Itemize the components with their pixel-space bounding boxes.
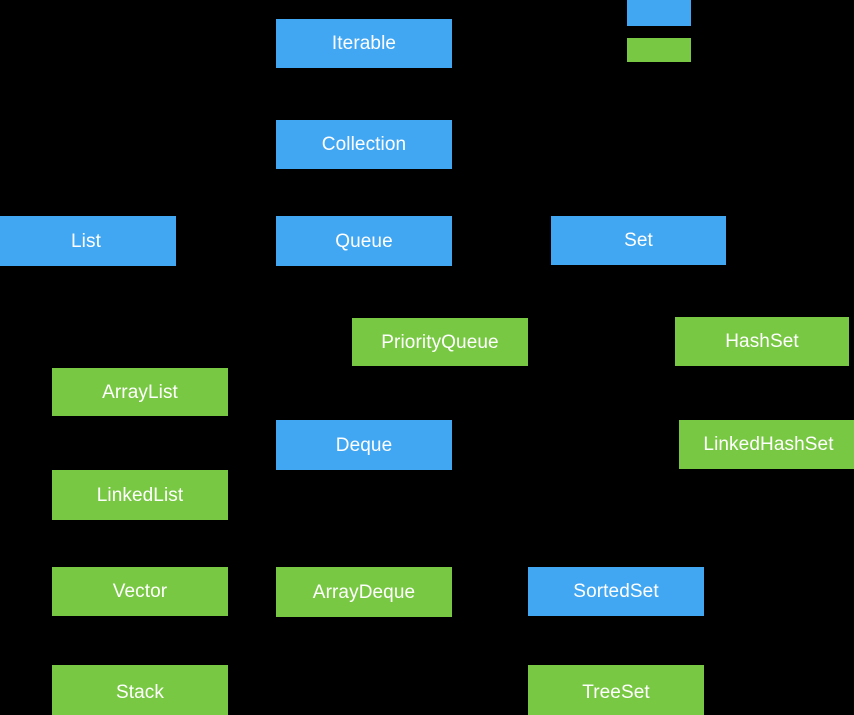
node-linkedhashset[interactable]: LinkedHashSet [679, 420, 854, 469]
node-iterable[interactable]: Iterable [276, 19, 452, 68]
node-treeset[interactable]: TreeSet [528, 665, 704, 715]
edge-hashset-to-linkedhashset [761, 366, 770, 420]
edge-queue-to-priorityqueue [363, 266, 441, 318]
node-deque[interactable]: Deque [276, 420, 452, 470]
edge-collection-to-list [85, 169, 365, 216]
node-label: Stack [115, 681, 165, 703]
node-arraydeque[interactable]: ArrayDeque [276, 567, 452, 617]
node-label: Iterable [331, 33, 397, 54]
node-label: Queue [335, 230, 393, 252]
node-label: Vector [112, 581, 168, 602]
legend-label-iface: Interface [703, 1, 762, 19]
edge-set-to-hashset [637, 265, 763, 317]
node-label: List [71, 230, 101, 252]
edge-collection-to-set [363, 169, 640, 216]
node-arraylist[interactable]: ArrayList [52, 368, 228, 416]
legend-swatch-iface [627, 0, 691, 26]
node-stack[interactable]: Stack [52, 665, 228, 715]
node-linkedlist[interactable]: LinkedList [52, 470, 228, 520]
node-label: Collection [321, 134, 407, 155]
node-label: LinkedList [96, 484, 184, 506]
node-set[interactable]: Set [551, 216, 726, 265]
node-label: TreeSet [582, 681, 650, 703]
node-hashset[interactable]: HashSet [675, 317, 849, 366]
node-list[interactable]: List [0, 216, 176, 266]
node-label: SortedSet [573, 581, 659, 602]
legend-label-impl: Class [703, 41, 741, 59]
node-sortedset[interactable]: SortedSet [528, 567, 704, 616]
node-label: HashSet [725, 331, 799, 352]
edge-list-to-vector [85, 266, 141, 567]
edge-set-to-sortedset [615, 265, 640, 567]
node-label: ArrayDeque [312, 581, 416, 603]
node-label: PriorityQueue [381, 331, 499, 353]
legend-swatch-impl [627, 38, 691, 62]
node-label: ArrayList [102, 381, 178, 403]
node-collection[interactable]: Collection [276, 120, 452, 169]
node-queue[interactable]: Queue [276, 216, 452, 266]
node-label: LinkedHashSet [703, 434, 834, 455]
node-priorityqueue[interactable]: PriorityQueue [352, 318, 528, 366]
edge-list-to-arraylist [85, 266, 141, 368]
node-label: Set [624, 230, 653, 251]
node-vector[interactable]: Vector [52, 567, 228, 616]
node-label: Deque [335, 434, 393, 456]
